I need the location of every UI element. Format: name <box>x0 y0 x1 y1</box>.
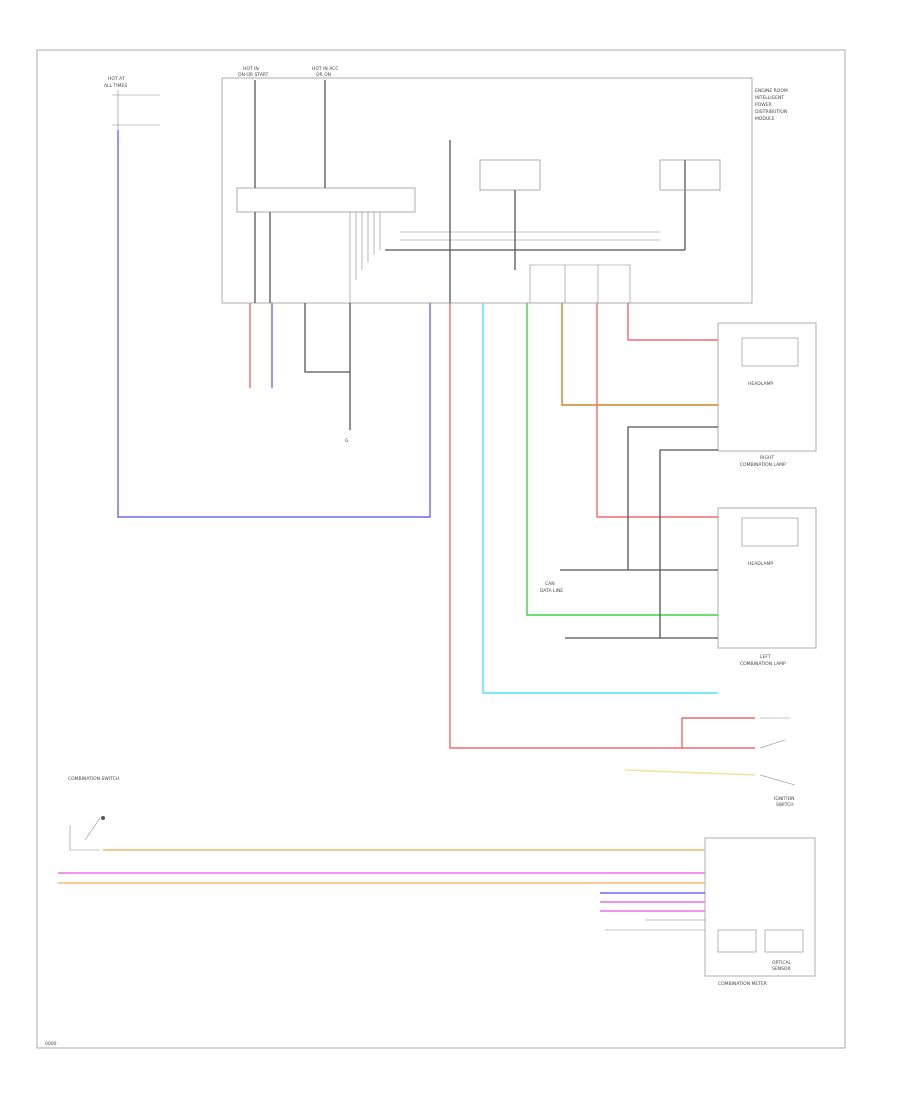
ipdm-name-5: MODULE <box>755 116 775 122</box>
ipdm-name-3: POWER <box>755 102 772 108</box>
wire-red-ignition <box>449 303 755 749</box>
right-headlamp-box: HEADLAMP RIGHT COMBINATION LAMP <box>717 322 817 468</box>
ipdm-name-2: INTELLIGENT <box>755 95 784 101</box>
left-headlamp-label: HEADLAMP <box>748 561 773 567</box>
ipdm-name-4: DISTRIBUTION <box>755 109 787 115</box>
diagram-frame <box>36 49 846 1049</box>
wire-red-right-headlamp <box>627 303 718 341</box>
ground-label: G <box>345 438 349 444</box>
left-headlamp-box: HEADLAMP LEFT COMBINATION LAMP <box>717 507 817 667</box>
ipdm-box: HOT IN ON OR START HOT IN ACC OR ON ENGI… <box>221 66 788 304</box>
wire-cyan <box>482 303 718 694</box>
left-headlamp-name: COMBINATION LAMP <box>740 661 786 667</box>
wire-green <box>526 303 718 616</box>
battery-label-2: ALL TIMES <box>104 83 127 89</box>
right-headlamp-name: COMBINATION LAMP <box>740 462 786 468</box>
wire-brown <box>561 303 718 406</box>
ignition-label-2: SWITCH <box>776 802 794 808</box>
combination-switch: COMBINATION SWITCH <box>68 776 119 851</box>
ignition-switch: IGNITION SWITCH <box>759 717 796 808</box>
ipdm-top-label-2: ON OR START <box>238 72 269 78</box>
wire-red-left-headlamp <box>596 303 718 518</box>
combination-meter-box: COMBINATION METER OPTICAL SENSOR <box>704 837 816 987</box>
wire-blue-battery <box>117 130 431 518</box>
can-label: CAN <box>545 581 555 587</box>
page-number: 0000 <box>45 1041 57 1047</box>
right-headlamp-label: HEADLAMP <box>748 381 773 387</box>
data-line-label: DATA LINE <box>540 588 563 594</box>
sensor-label-2: SENSOR <box>772 966 791 972</box>
sensor-label-1: OPTICAL <box>772 960 792 966</box>
right-headlamp-side: RIGHT <box>760 455 774 461</box>
ignition-label-1: IGNITION <box>774 796 795 802</box>
combination-meter-label: COMBINATION METER <box>718 981 767 987</box>
ipdm-top-label-1: HOT IN <box>243 66 259 72</box>
battery-label-1: HOT AT <box>108 76 125 82</box>
ipdm-top-label-4: OR ON <box>316 72 331 78</box>
ipdm-top-label-3: HOT IN ACC <box>312 66 339 72</box>
battery-block: HOT AT ALL TIMES <box>104 76 160 130</box>
combination-switch-label: COMBINATION SWITCH <box>68 776 119 782</box>
left-headlamp-side: LEFT <box>760 654 771 660</box>
ipdm-name-1: ENGINE ROOM <box>755 88 788 94</box>
